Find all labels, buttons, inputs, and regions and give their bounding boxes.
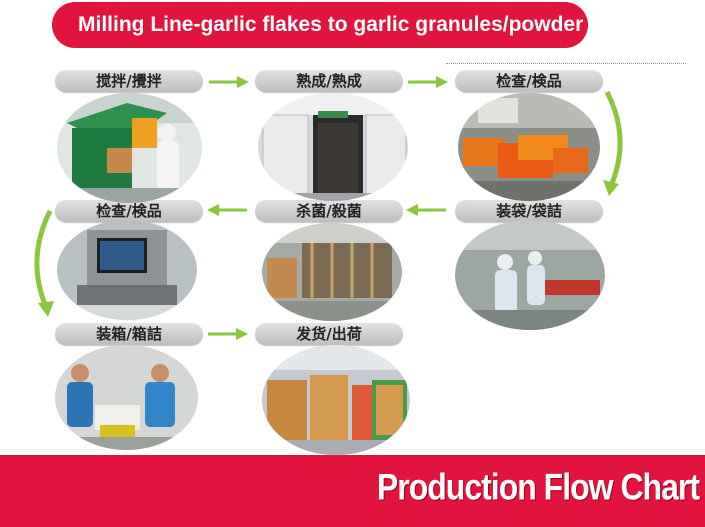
- photo-shipping: [262, 345, 410, 455]
- arrow-right-2: [408, 76, 448, 88]
- step-label-inspection-2: 检查/検品: [55, 200, 203, 222]
- arrow-left-2: [207, 204, 247, 216]
- footer-banner: Production Flow Chart: [0, 455, 705, 527]
- step-label-sterilization: 杀菌/殺菌: [255, 200, 403, 222]
- step-label-bagging: 装袋/袋詰: [455, 200, 603, 222]
- step-label-aging: 熟成/熟成: [255, 70, 403, 92]
- photo-aging-room: [258, 93, 408, 201]
- arrow-left-1: [406, 204, 446, 216]
- footer-title: Production Flow Chart: [376, 466, 700, 508]
- step-label-inspection-1: 检查/検品: [455, 70, 603, 92]
- step-label-mixing: 搅拌/攪拌: [55, 70, 203, 92]
- arrow-right-1: [209, 76, 249, 88]
- step-label-shipping: 发货/出荷: [255, 323, 403, 345]
- photo-packing: [55, 345, 198, 450]
- photo-sterilization: [262, 223, 402, 321]
- photo-inspection-crates: [458, 93, 600, 201]
- step-label-packing: 装箱/箱詰: [55, 323, 203, 345]
- page-title: Milling Line-garlic flakes to garlic gra…: [52, 2, 588, 48]
- arrow-right-3: [208, 328, 248, 340]
- arrow-curve-left: [34, 209, 54, 317]
- photo-mixing: [57, 93, 202, 203]
- photo-metal-detector: [57, 220, 197, 320]
- arrow-curve-right: [603, 90, 623, 196]
- divider: [446, 63, 686, 64]
- photo-bagging: [455, 220, 605, 330]
